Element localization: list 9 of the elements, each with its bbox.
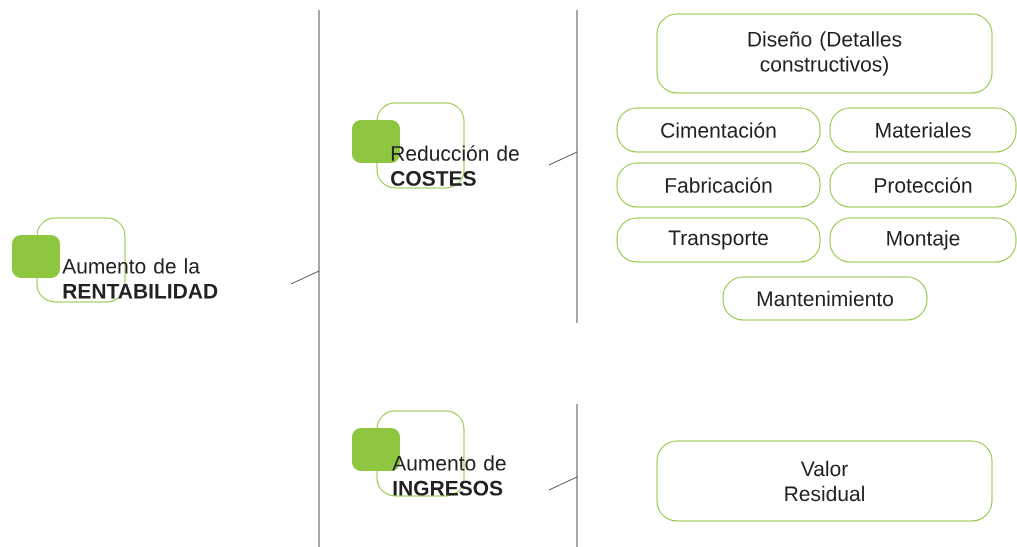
rounded-box: Valor Residual (656, 440, 993, 522)
rounded-box: Protección (829, 162, 1017, 208)
rounded-box: Diseño (Detalles constructivos) (656, 13, 993, 94)
rounded-box: Transporte (616, 217, 821, 263)
rounded-box: Fabricación (616, 162, 821, 208)
rounded-box: Montaje (829, 217, 1017, 263)
rounded-box: Cimentación (616, 107, 821, 153)
rounded-box: Materiales (829, 107, 1017, 153)
rounded-box: Mantenimiento (722, 276, 928, 321)
